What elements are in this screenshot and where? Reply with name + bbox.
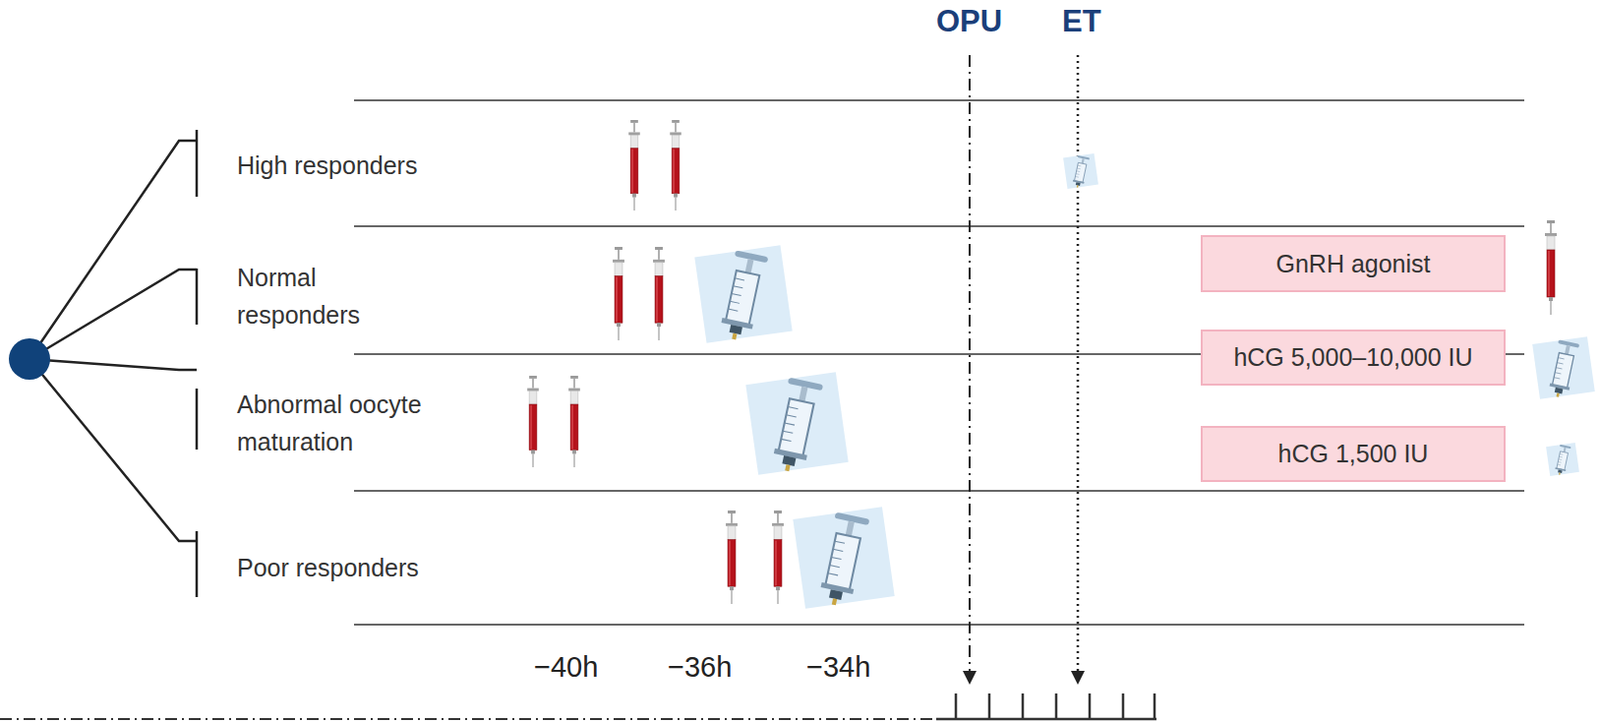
legend-box: hCG 5,000–10,000 IU <box>1200 329 1506 386</box>
time-tick-label: −40h <box>533 646 598 690</box>
event-header: ET <box>1062 2 1102 40</box>
group-label: Abnormal oocyte maturation <box>237 386 449 461</box>
group-label: Normal responders <box>237 259 385 334</box>
time-tick-label: −34h <box>806 646 871 690</box>
legend-text: hCG 1,500 IU <box>1278 439 1429 469</box>
legend-text: GnRH agonist <box>1275 249 1430 279</box>
legend-text: hCG 5,000–10,000 IU <box>1233 343 1473 372</box>
group-label: High responders <box>237 147 417 185</box>
group-label: Poor responders <box>237 549 419 588</box>
legend-box: GnRH agonist <box>1200 235 1506 293</box>
legend-box: hCG 1,500 IU <box>1200 425 1506 482</box>
time-tick-label: −36h <box>667 646 732 690</box>
event-header: OPU <box>936 2 1003 40</box>
